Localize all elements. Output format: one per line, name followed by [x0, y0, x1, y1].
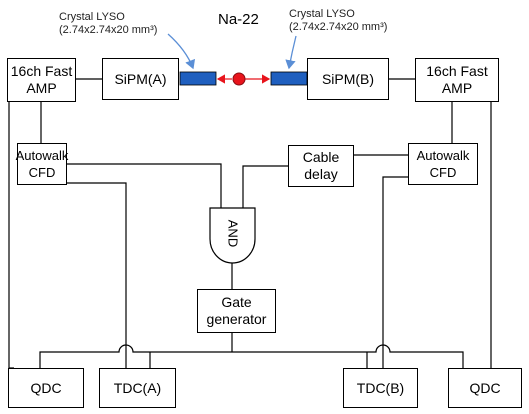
and-gate-label: AND	[225, 219, 241, 248]
crystal-label-right-line2: (2.74x2.74x20 mm³)	[289, 21, 388, 33]
amp-left: 16ch Fast AMP	[7, 58, 76, 102]
cfd-right-line1: Autowalk	[416, 148, 470, 163]
crystal-label-left-line1: Crystal LYSO	[59, 11, 125, 23]
amp-left-line2: AMP	[26, 80, 57, 96]
crystal-label-right: Crystal LYSO (2.74x2.74x20 mm³)	[289, 8, 387, 34]
cable-delay: Cable delay	[288, 145, 354, 187]
sipm-b: SiPM(B)	[307, 58, 389, 100]
na22-source-dot	[232, 72, 246, 86]
tdc-a-label: TDC(A)	[113, 379, 162, 396]
sipm-a: SiPM(A)	[102, 58, 179, 100]
crystal-label-left: Crystal LYSO (2.74x2.74x20 mm³)	[59, 11, 157, 37]
qdc-left-label: QDC	[30, 379, 62, 396]
cfd-left-line1: Autowalk	[15, 148, 69, 163]
crystal-right	[270, 71, 308, 86]
cfd-left: Autowalk CFD	[15, 143, 69, 185]
wire-delay-to-and	[242, 165, 288, 208]
gate-generator-line1: Gate	[221, 294, 252, 310]
cable-delay-line1: Cable	[302, 149, 340, 165]
cable-delay-line2: delay	[304, 166, 338, 182]
gate-generator-line2: generator	[206, 311, 267, 327]
tdc-b-label: TDC(B)	[356, 379, 405, 396]
amp-right-line1: 16ch Fast	[426, 63, 488, 79]
sipm-a-label: SiPM(A)	[114, 70, 167, 87]
wire-cfd-left-to-and	[67, 163, 222, 208]
qdc-right-label: QDC	[469, 379, 501, 396]
tdc-a: TDC(A)	[99, 368, 176, 408]
crystal-left	[179, 71, 217, 86]
amp-right: 16ch Fast AMP	[415, 58, 499, 102]
cfd-left-line2: CFD	[28, 165, 56, 180]
qdc-left: QDC	[8, 368, 84, 408]
tdc-b: TDC(B)	[343, 368, 418, 408]
cfd-right-line2: CFD	[429, 165, 457, 180]
amp-right-line2: AMP	[441, 80, 473, 96]
wire-cfd-left-to-tdc-a	[67, 182, 127, 368]
crystal-label-left-line2: (2.74x2.74x20 mm³)	[59, 24, 158, 36]
and-gate-shape	[209, 207, 256, 264]
cfd-right: Autowalk CFD	[408, 143, 478, 185]
wire-cfd-right-to-tdc-b	[382, 176, 408, 368]
qdc-right: QDC	[448, 368, 522, 408]
amp-left-line1: 16ch Fast	[10, 63, 73, 79]
gate-generator: Gate generator	[197, 289, 276, 333]
na22-label: Na-22	[218, 11, 259, 28]
callout-arrow-left	[167, 33, 196, 70]
sipm-b-label: SiPM(B)	[321, 70, 375, 87]
callout-arrow-right	[285, 35, 297, 70]
crystal-label-right-line1: Crystal LYSO	[289, 8, 355, 20]
wire-gate-bus	[39, 344, 464, 368]
